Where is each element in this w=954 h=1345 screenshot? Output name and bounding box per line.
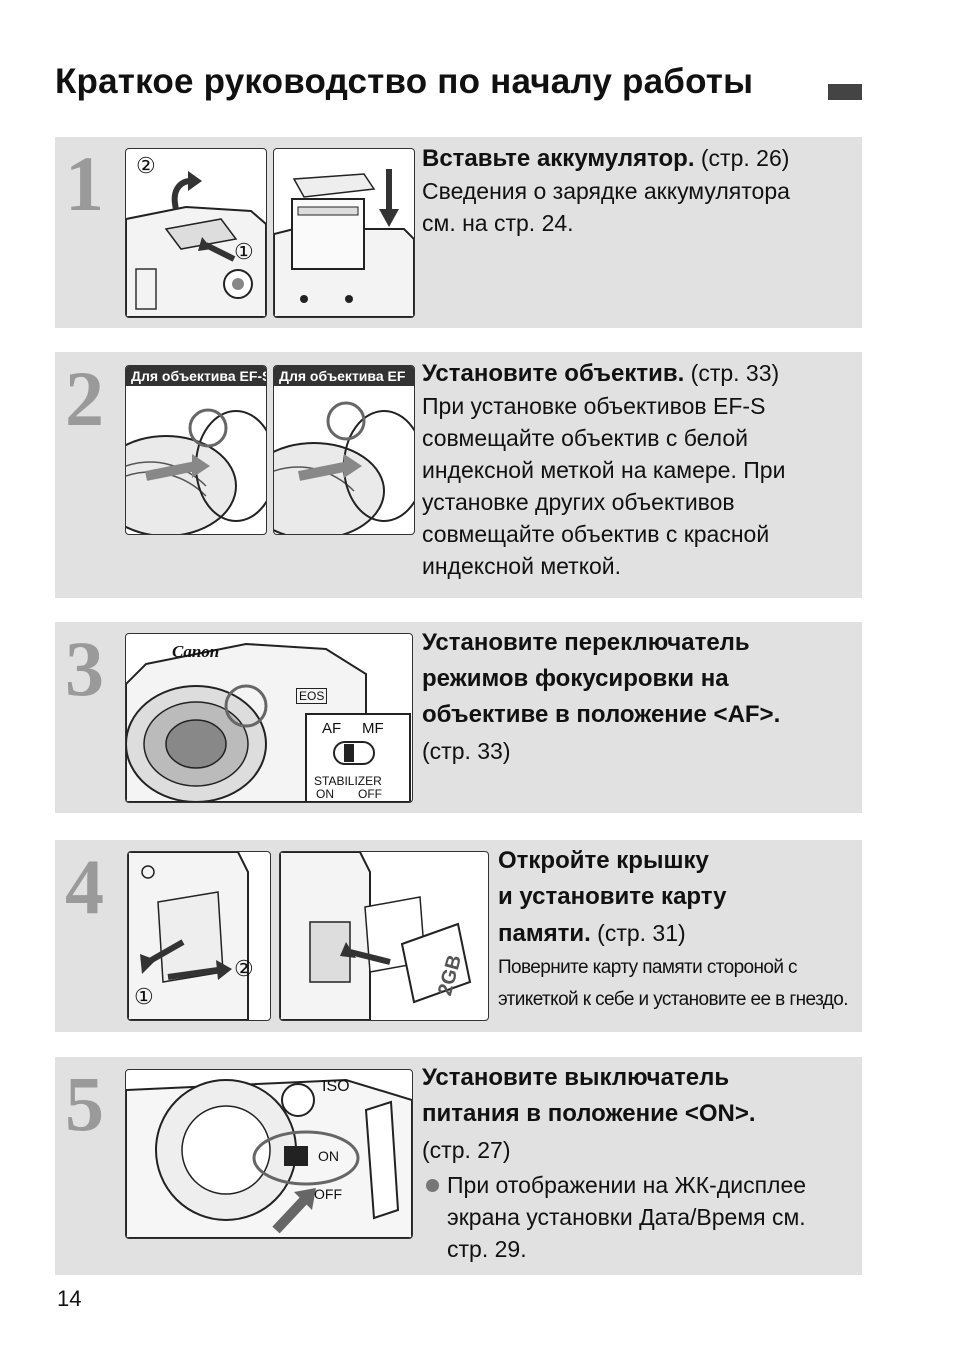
marker-2: ② [234,956,254,981]
page-ref: (стр. 33) [422,738,511,764]
note-bullet: При отображении на ЖК-дисплее экрана уст… [426,1169,862,1265]
power-switch-illustration: ISO ON OFF [125,1069,413,1239]
step-heading-line: и установите карту [498,883,727,910]
card-slot-cover-drawing [128,852,249,1020]
canon-logo: Canon [172,642,220,661]
step-number: 4 [65,843,104,930]
step-4: 4 ② ① 2GB Откройте крышку и установите к… [55,840,862,1032]
body-line: см. на стр. 24. [422,210,574,236]
page-title: Краткое руководство по началу работы [55,62,754,101]
stabilizer-label: STABILIZER [314,774,382,788]
mf-label: MF [362,720,384,737]
lens-mount-drawing [274,401,414,534]
on-label: ON [316,787,334,801]
off-label: OFF [314,1186,342,1202]
memory-card-drawing [280,852,472,1020]
iso-label: ISO [322,1078,350,1095]
card-insert-illustration: 2GB [279,851,489,1021]
body-line: Поверните карту памяти стороной с [498,957,798,978]
bullet-line: экрана установки Дата/Время см. [447,1204,806,1230]
body-line: совмещайте объектив с белой [422,425,748,451]
on-label: ON [318,1148,339,1164]
step-1-text: Вставьте аккумулятор. (стр. 26) Сведения… [422,142,862,239]
focus-switch-illustration: Canon EOS AF MF STABILIZER ON OFF [125,633,413,803]
body-line: этикеткой к себе и установите ее в гнезд… [498,989,849,1010]
step-heading-line: объективе в положение <AF>. [422,701,781,728]
step-heading-line: памяти. [498,920,591,947]
body-line: индексной меткой. [422,553,622,579]
af-label: AF [322,720,342,737]
page-ref: (стр. 33) [690,360,780,386]
step-number: 3 [65,625,104,712]
camera-bottom-drawing [126,171,266,317]
card-cover-illustration: ② ① [127,851,271,1021]
step-heading-line: режимов фокусировки на [422,665,729,692]
step-2-text: Установите объектив. (стр. 33) При устан… [422,357,862,582]
step-number: 2 [65,355,104,442]
battery-insert-illustration [273,148,415,318]
body-line: индексной меткой на камере. При [422,457,786,483]
body-line: Сведения о зарядке аккумулятора [422,178,790,204]
bullet-line: стр. 29. [447,1236,527,1262]
step-4-text: Откройте крышку и установите карту памят… [498,843,862,1016]
step-1: 1 ② ① Вставьте аккумулятор. (стр. [55,137,862,328]
step-heading: Вставьте аккумулятор. [422,145,695,172]
battery-cover-illustration: ② ① [125,148,267,318]
marker-1: ① [234,239,254,264]
step-3: 3 Canon EOS AF MF STABILIZER ON OFF Уста… [55,622,862,813]
lens-mount-drawing [126,408,266,534]
camera-front-drawing [126,642,411,802]
page-ref: (стр. 31) [597,920,686,946]
body-line: установке других объективов [422,489,735,515]
page-ref: (стр. 26) [700,145,790,171]
bullet-line: При отображении на ЖК-дисплее [447,1172,807,1198]
body-line: совмещайте объектив с красной [422,521,770,547]
eos-label: EOS [296,688,328,704]
step-heading-line: Установите выключатель [422,1064,730,1091]
step-5: 5 ISO ON OFF Установите выключатель пита… [55,1057,862,1275]
ef-s-lens-illustration: Для объектива EF-S [125,365,267,535]
step-5-text: Установите выключатель питания в положен… [422,1060,862,1168]
bullet-dot [426,1179,439,1192]
step-heading-line: питания в положение <ON>. [422,1100,756,1127]
page-number: 14 [57,1286,82,1311]
step-heading-line: Установите переключатель [422,629,750,656]
lens-type-tag: Для объектива EF [274,366,414,386]
step-heading: Установите объектив. [422,360,685,387]
off-label: OFF [358,787,382,801]
step-2: 2 Для объектива EF-S Для объектива EF Ус… [55,352,862,598]
step-heading-line: Откройте крышку [498,847,709,874]
page-ref: (стр. 27) [422,1137,511,1163]
marker-1: ① [134,984,154,1009]
mode-dial-drawing [126,1078,412,1238]
marker-2: ② [136,153,156,178]
step-3-text: Установите переключатель режимов фокусир… [422,625,862,769]
ef-lens-illustration: Для объектива EF [273,365,415,535]
step-number: 5 [65,1060,104,1147]
body-line: При установке объективов EF-S [422,393,766,419]
lens-type-tag: Для объектива EF-S [126,366,266,386]
title-marker [828,84,862,100]
battery-drawing [274,169,414,317]
step-number: 1 [65,140,104,227]
